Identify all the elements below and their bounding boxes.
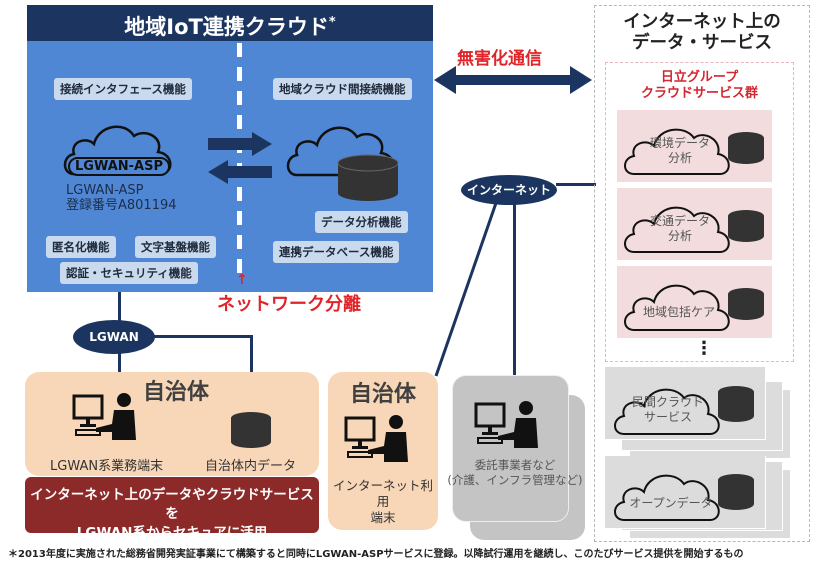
network-separation-label: ネットワーク分離	[217, 294, 361, 315]
function-character-base: 文字基盤機能	[135, 236, 216, 258]
hitachi-title-line2: クラウドサービス群	[640, 86, 758, 101]
contractor-label-line2: (介護、インフラ管理など)	[447, 473, 583, 487]
service-traffic-label: 交通データ 分析	[640, 214, 720, 244]
service-open-data-label: オープンデータ	[626, 496, 716, 511]
lgwan-to-municipality-line	[118, 352, 121, 374]
service-environment-label: 環境データ 分析	[640, 136, 720, 166]
internet-services-title-line1: インターネット上の	[623, 12, 781, 32]
more-services-ellipsis: ⋮	[695, 338, 713, 359]
internet-terminal-label: インターネット利用 端末	[328, 478, 438, 526]
contractor-label: 委託事業者など (介護、インフラ管理など)	[440, 458, 590, 488]
municipality-database-icon	[231, 412, 271, 448]
municipality-title: 自治体	[143, 380, 210, 405]
banner-line1: インターネット上のデータやクラウドサービスを	[30, 487, 314, 522]
footnote: ＊2013年度に実施された総務省開発実証事業にて構築すると同時にLGWAN-AS…	[8, 549, 744, 560]
banner-line2: LGWAN系からセキュアに活用	[76, 525, 268, 541]
municipality-internet-title: 自治体	[350, 382, 417, 407]
service-private-cloud-label: 民間クラウド サービス	[628, 395, 708, 425]
bidirectional-transfer-arrows-icon	[208, 132, 272, 184]
iot-to-lgwan-line	[118, 292, 121, 322]
asp-registration: LGWAN-ASP 登録番号A801194	[66, 183, 177, 213]
function-auth-security: 認証・セキュリティ機能	[60, 262, 198, 284]
environment-cloud-db-icon	[624, 128, 764, 175]
private-cloud-db-icon	[614, 386, 754, 435]
footnote-mark: *	[328, 15, 336, 30]
hitachi-title-line1: 日立グループ	[660, 70, 739, 85]
sanitized-communication-arrow-icon	[434, 66, 592, 94]
network-separation-line	[237, 43, 242, 275]
contractor-card	[452, 375, 569, 522]
lgwan-asp-cloud-icon	[63, 125, 172, 176]
service-open-data-line1: オープンデータ	[629, 496, 713, 510]
lgwan-network-oval: LGWAN	[73, 320, 155, 354]
secure-usage-banner: インターネット上のデータやクラウドサービスを LGWAN系からセキュアに活用	[25, 477, 319, 541]
lgwan-to-db-line	[250, 335, 253, 374]
service-private-cloud-line1: 民間クラウド	[631, 395, 704, 409]
internet-to-municipality-line	[434, 202, 498, 377]
iot-cloud-title-text: 地域IoT連携クラウド	[124, 15, 329, 39]
contractor-user-icon	[474, 401, 538, 448]
internet-terminal-user-icon	[344, 415, 408, 462]
lgwan-asp-cloud-label: LGWAN-ASP	[68, 157, 170, 176]
separation-pointer-icon: ↑	[236, 272, 248, 288]
service-community-care-line1: 地域包括ケア	[642, 305, 715, 319]
cloud-database-icon	[286, 126, 399, 201]
municipality-data-label: 自治体内データ	[205, 459, 297, 474]
internet-to-services-line	[556, 183, 596, 186]
lgwan-branch-line	[150, 335, 252, 338]
service-environment-line2: 分析	[667, 151, 692, 165]
community-care-cloud-db-icon	[624, 284, 764, 331]
asp-registration-line1: LGWAN-ASP	[66, 183, 144, 198]
function-linked-database: 連携データベース機能	[273, 241, 400, 263]
function-connection-interface: 接続インタフェース機能	[54, 78, 192, 100]
contractor-label-line1: 委託事業者など	[474, 458, 556, 472]
internet-services-title-line2: データ・サービス	[632, 33, 772, 53]
function-anonymization: 匿名化機能	[46, 236, 116, 258]
service-community-care-label: 地域包括ケア	[634, 305, 724, 320]
internet-network-oval: インターネット	[461, 175, 557, 205]
service-private-cloud-line2: サービス	[643, 410, 692, 424]
lgwan-terminal-label: LGWAN系業務端末	[50, 459, 164, 474]
function-data-analysis: データ分析機能	[315, 211, 408, 233]
terminal-user-icon	[72, 393, 136, 440]
sanitized-communication-label: 無害化通信	[457, 49, 542, 69]
hitachi-cloud-services-title: 日立グループ クラウドサービス群	[605, 70, 794, 102]
internet-terminal-label-line2: 端末	[370, 510, 396, 525]
service-traffic-line1: 交通データ	[649, 214, 710, 228]
hitachi-cloud-services-panel	[605, 62, 794, 362]
iot-cloud-title: 地域IoT連携クラウド*	[27, 5, 433, 41]
function-inter-cloud-connection: 地域クラウド間接続機能	[273, 78, 412, 100]
internet-services-panel	[594, 5, 810, 542]
service-environment-line1: 環境データ	[649, 136, 710, 150]
open-data-cloud-db-icon	[614, 474, 754, 521]
internet-services-title: インターネット上の データ・サービス	[594, 12, 810, 54]
internet-terminal-label-line1: インターネット利用	[332, 478, 433, 509]
asp-registration-number: 登録番号A801194	[66, 198, 177, 213]
traffic-cloud-db-icon	[624, 206, 764, 253]
service-traffic-line2: 分析	[667, 229, 692, 243]
internet-to-contractor-line	[513, 204, 516, 380]
